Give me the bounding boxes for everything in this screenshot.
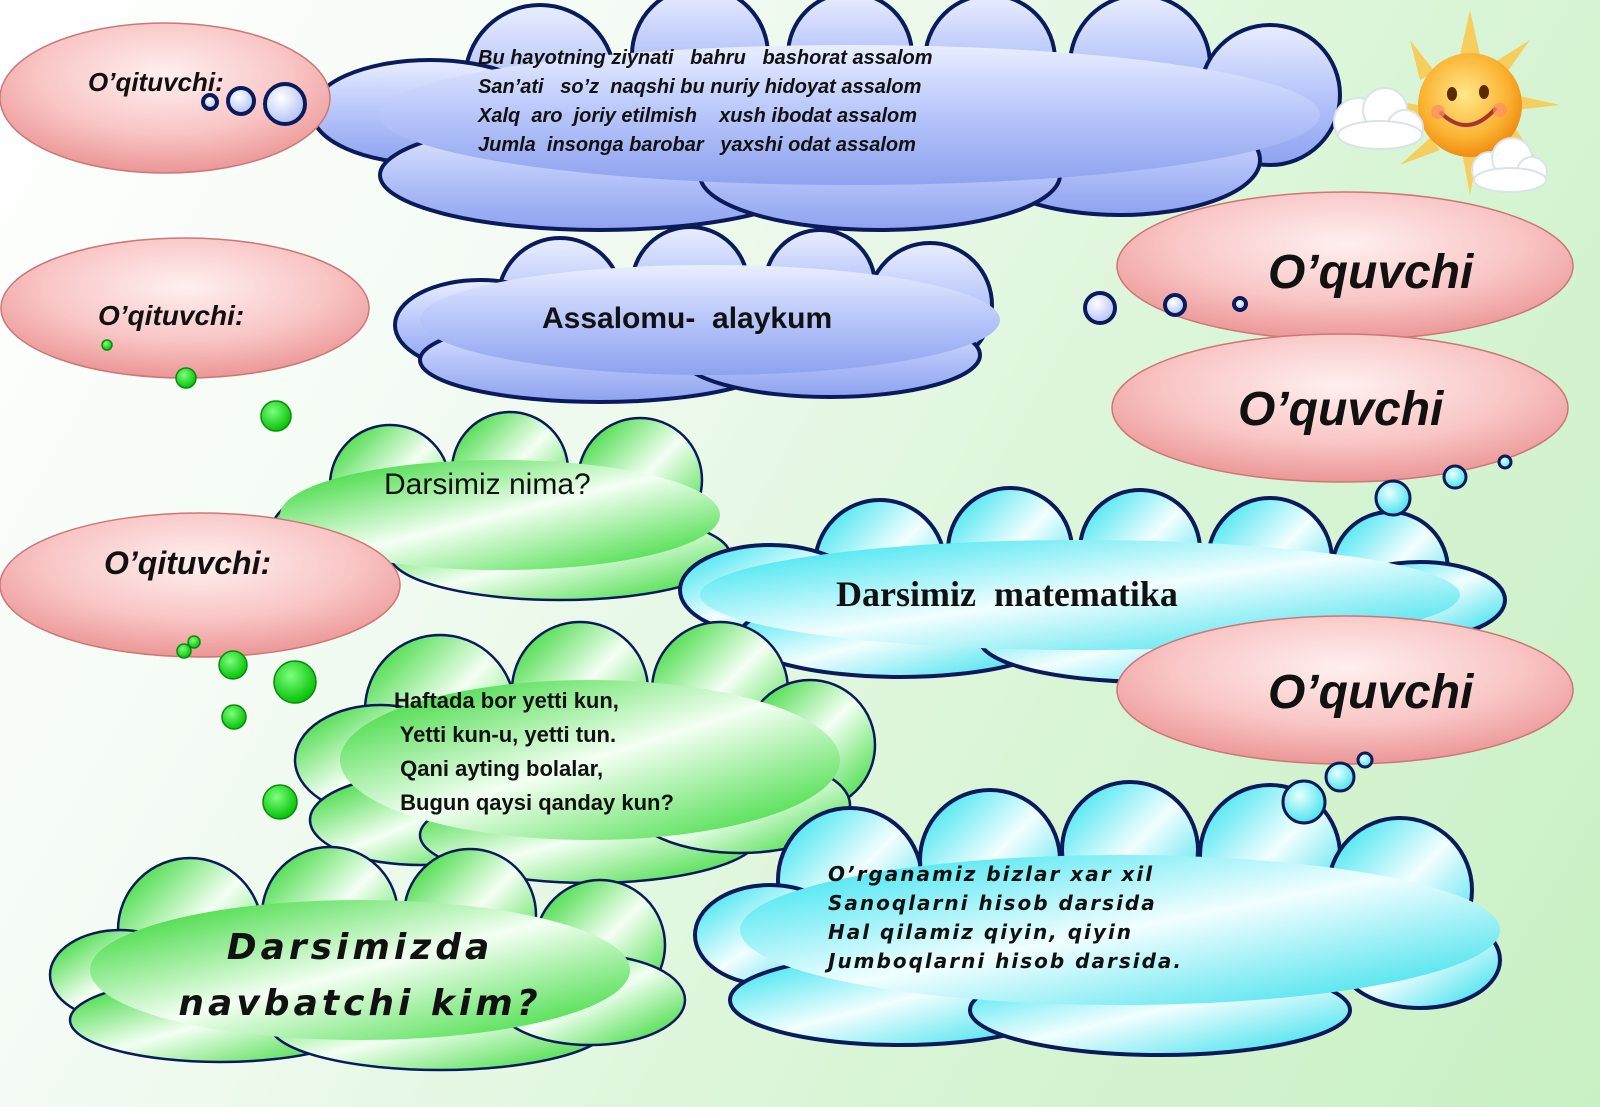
teacher-label-3: O’qituvchi: — [104, 545, 272, 581]
riddle-line: Qani ayting bolalar, — [394, 756, 604, 781]
riddle-line: Yetti kun-u, yetti tun. — [394, 722, 617, 747]
poem-text: Bu hayotning ziynati bahru bashorat assa… — [478, 44, 933, 160]
teacher-oval-3 — [0, 512, 401, 658]
question-cloud — [268, 410, 732, 602]
duty-line: navbatchi kim? — [178, 983, 542, 1024]
cloud-icon — [1333, 87, 1548, 193]
poem-line: Xalq aro joriy etilmish xush ibodat assa… — [478, 105, 918, 127]
poem-cloud — [310, 0, 1342, 232]
math-poem-text: O’rganamiz bizlar xar xil Sanoqlarni his… — [828, 860, 1183, 976]
pupil-oval-2 — [1111, 333, 1569, 483]
pupil-label-2: O’quvchi — [1238, 383, 1444, 436]
pupil-label-1: O’quvchi — [1268, 246, 1474, 299]
greeting-cloud — [393, 225, 1000, 404]
poem-line: Jumla insonga barobar yaxshi odat assalo… — [478, 134, 916, 156]
greeting-text: Assalomu- alaykum — [542, 302, 833, 335]
teacher-label-1: O’qituvchi: — [88, 67, 224, 97]
math-poem-line: Jumboqlarni hisob darsida. — [828, 949, 1184, 973]
teacher-oval-1 — [0, 22, 331, 174]
math-poem-cloud — [693, 780, 1502, 1057]
math-poem-line: O’rganamiz bizlar xar xil — [828, 862, 1155, 886]
answer-text: Darsimiz matematika — [836, 574, 1178, 614]
pupil-label-3: O’quvchi — [1268, 666, 1474, 719]
riddle-line: Haftada bor yetti kun, — [394, 688, 619, 713]
thought-bubbles-cyan — [1281, 454, 1513, 825]
duty-line: Darsimizda — [226, 927, 494, 968]
riddle-text: Haftada bor yetti kun, Yetti kun-u, yett… — [394, 684, 674, 820]
question-text: Darsimiz nima? — [384, 468, 591, 501]
math-poem-line: Sanoqlarni hisob darsida — [828, 891, 1157, 915]
thought-bubbles-blue — [201, 82, 1248, 325]
riddle-line: Bugun qaysi qanday kun? — [394, 790, 674, 815]
poem-line: Bu hayotning ziynati bahru bashorat assa… — [478, 47, 933, 69]
thought-bubbles-green — [101, 339, 317, 820]
teacher-label-2: O’qituvchi: — [98, 300, 245, 331]
duty-cloud — [48, 845, 687, 1072]
math-poem-line: Hal qilamiz qiyin, qiyin — [828, 920, 1134, 944]
duty-text: Darsimizda navbatchi kim? — [160, 920, 560, 1032]
poem-line: San’ati so’z naqshi bu nuriy hidoyat ass… — [478, 76, 922, 98]
